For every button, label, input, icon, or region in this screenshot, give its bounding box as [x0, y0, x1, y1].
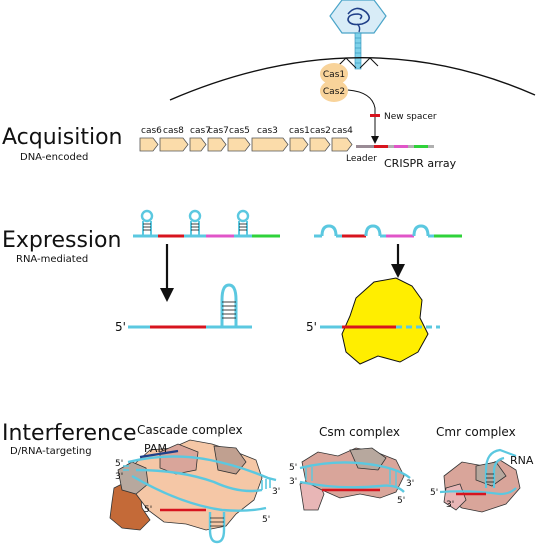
- gene-arrow-cas5: [227, 137, 251, 152]
- phage-head: [329, 0, 387, 34]
- gene-arrow-cas7: [207, 137, 227, 152]
- cascade-end-3: 3': [272, 487, 280, 497]
- csm-complex: [299, 447, 411, 511]
- array-spacer-red: [374, 145, 388, 148]
- gene-label-cas7: cas7: [208, 126, 229, 136]
- hairpin-stem-1: [140, 209, 154, 236]
- interference-title: Interference: [2, 421, 137, 446]
- acquisition-title: Acquisition: [2, 125, 123, 150]
- phage-genome-tail: [356, 23, 361, 33]
- acquisition-subtitle: DNA-encoded: [20, 152, 88, 163]
- cmr-target-rna: [484, 448, 517, 488]
- cas2-label: Cas2: [323, 87, 345, 97]
- integration-arrow: [347, 89, 376, 140]
- array-repeat-1: [388, 145, 394, 148]
- gene-label-cas5: cas5: [229, 126, 250, 136]
- gene-label-cas8: cas8: [163, 126, 184, 136]
- cmr-complex-label: Cmr complex: [436, 425, 516, 439]
- cascade-crrna: [131, 474, 267, 512]
- array-spacer-green: [414, 145, 428, 148]
- csm-end-2: 3': [289, 477, 297, 487]
- cas1-cas2-complex: Cas1 Cas2: [320, 63, 348, 102]
- cascade-dna-top: [127, 455, 277, 482]
- mature-crrna-five-prime-left: 5': [115, 320, 126, 334]
- gene-label-cas7: cas7: [190, 126, 211, 136]
- phage-tail: [354, 32, 362, 70]
- gene-arrow-cas2: [309, 137, 331, 152]
- gene-label-cas2: cas2: [310, 126, 331, 136]
- gene-label-cas1: cas1: [289, 126, 310, 136]
- pam-label: PAM: [144, 442, 167, 455]
- array-repeat-3: [428, 145, 434, 148]
- processing-arrow-left: [160, 244, 174, 302]
- cmr-crrna: [439, 487, 517, 496]
- gene-arrow-cas3: [251, 137, 289, 152]
- hairpin-stem-2: [188, 209, 202, 236]
- csm-rna-bottom: [299, 480, 405, 493]
- gene-arrow-cas7: [189, 137, 207, 152]
- cell-membrane: [169, 57, 536, 101]
- mature-crrna-five-prime-right: 5': [306, 320, 317, 334]
- integration-arrowhead: [371, 136, 379, 144]
- cas2-bubble: [320, 80, 348, 102]
- cascade-end-5: 5': [144, 505, 152, 515]
- leader-bar: [356, 145, 374, 148]
- cmr-end-2: 3': [446, 500, 454, 510]
- csm-complex-label: Csm complex: [319, 425, 400, 439]
- cascade-end-1: 5': [115, 459, 123, 469]
- yellow-protein: [341, 277, 429, 365]
- gene-label-cas3: cas3: [257, 126, 278, 136]
- gene-label-cas4: cas4: [332, 126, 353, 136]
- cascade-end-4: 5': [262, 515, 270, 525]
- new-spacer-mark: [370, 114, 380, 117]
- expression-subtitle: RNA-mediated: [16, 254, 88, 265]
- csm-end-4: 5': [397, 496, 405, 506]
- cmr-rna-label: RNA: [510, 454, 534, 467]
- gene-label-cas6: cas6: [141, 126, 162, 136]
- gene-arrow-cas8: [159, 137, 189, 152]
- expression-title: Expression: [2, 228, 121, 253]
- cascade-end-2: 3': [115, 472, 123, 482]
- gene-arrow-cas6: [139, 137, 159, 152]
- phage-leg-right: [359, 57, 379, 69]
- cascade-complex: [109, 439, 277, 544]
- crispr-array-label: CRISPR array: [384, 157, 457, 170]
- pre-crrna-loops: [314, 224, 462, 238]
- interference-subtitle: D/RNA-targeting: [10, 446, 92, 457]
- hairpin-stem-3: [236, 209, 250, 236]
- cascade-complex-label: Cascade complex: [137, 423, 243, 437]
- csm-rna-top: [299, 461, 411, 479]
- cmr-target-rna-loop: [492, 456, 505, 488]
- mature-crrna-left: [128, 283, 252, 329]
- crispr-array: [356, 145, 434, 148]
- cascade-hairpin: [208, 512, 226, 544]
- cmr-complex: [439, 448, 521, 513]
- csm-end-1: 5': [289, 463, 297, 473]
- phage-genome: [347, 7, 370, 26]
- array-spacer-magenta: [394, 145, 408, 148]
- cas1-bubble: [320, 63, 348, 85]
- gene-arrow-cas1: [289, 137, 309, 152]
- cas1-label: Cas1: [323, 70, 345, 80]
- array-repeat-2: [408, 145, 414, 148]
- cascade-dna-bottom: [135, 468, 263, 493]
- gene-arrow-cas4: [331, 137, 353, 152]
- leader-label: Leader: [346, 154, 377, 164]
- cascade-pam-bar: [139, 449, 179, 459]
- csm-end-3: 3': [406, 479, 414, 489]
- cmr-end-1: 5': [430, 488, 438, 498]
- new-spacer-label: New spacer: [384, 112, 437, 122]
- processing-arrow-right: [391, 244, 405, 278]
